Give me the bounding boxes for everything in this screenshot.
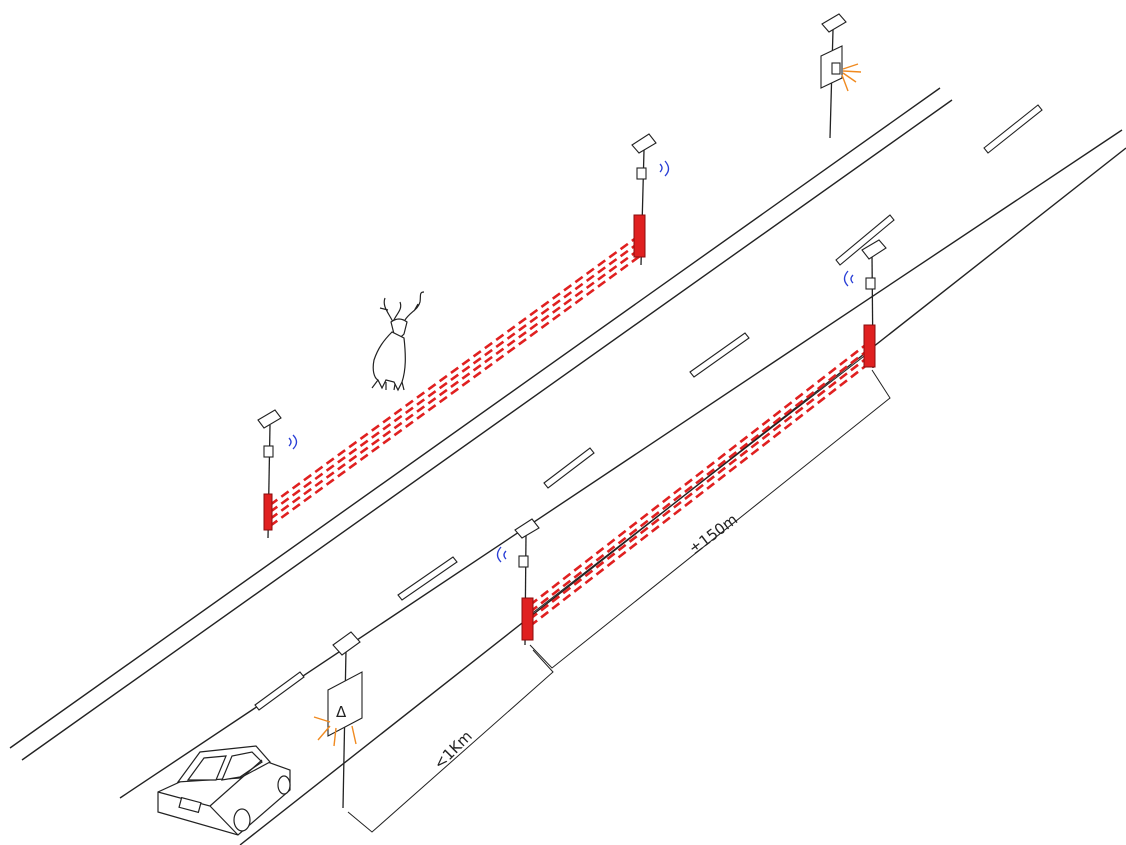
detector-pole-near-right bbox=[843, 239, 887, 369]
flash-rays bbox=[313, 716, 357, 747]
near-side-beam bbox=[529, 338, 873, 628]
beam-line bbox=[269, 254, 641, 528]
lane-dash bbox=[543, 447, 595, 489]
solar-panel-icon bbox=[514, 518, 540, 539]
beam-line bbox=[269, 247, 641, 521]
beam-line bbox=[269, 233, 641, 507]
detector-spacing-label: ±150m bbox=[686, 510, 741, 558]
dimension-detector-spacing: ±150m bbox=[529, 369, 891, 669]
detector-pole-far-right bbox=[631, 133, 670, 266]
warning-sign-pole-far bbox=[820, 13, 862, 139]
solar-panel-icon bbox=[861, 239, 887, 260]
beam-axis bbox=[529, 349, 873, 616]
sensor-box bbox=[865, 277, 876, 290]
lane-dash bbox=[835, 214, 895, 266]
beam-emitter bbox=[263, 493, 273, 531]
pole bbox=[342, 649, 347, 809]
wireless-signal-icon bbox=[288, 434, 298, 450]
lane-dash bbox=[397, 556, 458, 601]
solar-panel-icon bbox=[821, 13, 847, 33]
road bbox=[9, 87, 1126, 845]
car-icon bbox=[157, 745, 291, 836]
lane-dash bbox=[983, 104, 1043, 154]
beam-line bbox=[529, 359, 873, 628]
beam-line bbox=[529, 345, 873, 614]
lane-dash bbox=[254, 671, 305, 711]
lane-dashes bbox=[254, 104, 1043, 711]
warning-sign-pole-near: Δ bbox=[313, 631, 363, 809]
flash-rays bbox=[841, 63, 862, 92]
beam-line bbox=[529, 338, 873, 607]
beam-emitter bbox=[863, 324, 876, 368]
wireless-signal-icon bbox=[843, 270, 854, 287]
wireless-signal-icon bbox=[496, 546, 507, 563]
road-edge-left-outer bbox=[9, 87, 941, 749]
deer-icon bbox=[371, 291, 425, 392]
warning-light bbox=[831, 62, 841, 75]
sensor-box bbox=[263, 445, 274, 458]
beam-emitter bbox=[633, 214, 646, 258]
beam-emitter bbox=[521, 597, 534, 641]
solar-panel-icon bbox=[332, 631, 361, 656]
wireless-signal-icon bbox=[659, 160, 670, 177]
dimension-warning-distance: <1Km bbox=[347, 649, 554, 833]
far-side-beam bbox=[269, 233, 641, 528]
road-edge-left-inner bbox=[21, 99, 953, 761]
sensor-box bbox=[636, 167, 647, 180]
sign-symbol: Δ bbox=[336, 703, 347, 721]
detector-pole-far-left bbox=[257, 409, 298, 539]
solar-panel-icon bbox=[631, 133, 657, 154]
detector-pole-near-left bbox=[496, 518, 540, 646]
beam-line bbox=[269, 240, 641, 514]
beam-line bbox=[529, 352, 873, 621]
solar-panel-icon bbox=[257, 409, 282, 429]
warning-distance-label: <1Km bbox=[430, 727, 476, 773]
lane-dash bbox=[689, 332, 750, 378]
sensor-box bbox=[518, 555, 529, 568]
pole bbox=[829, 29, 834, 139]
